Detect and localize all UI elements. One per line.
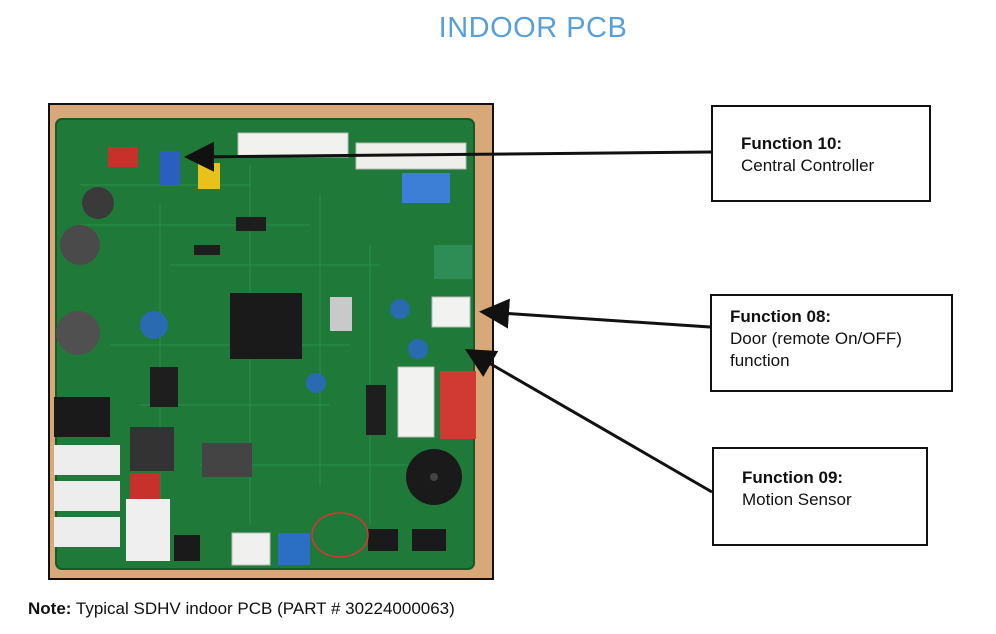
- callout-body: Central Controller: [741, 156, 875, 175]
- note-label: Note:: [28, 599, 72, 618]
- callout-heading: Function 09:: [742, 468, 844, 487]
- callout-heading: Function 08:: [730, 307, 832, 326]
- page-title: INDOOR PCB: [438, 12, 628, 44]
- arrow-function-08: [479, 298, 711, 329]
- pcb-photo: [48, 103, 494, 580]
- footnote: Note: Typical SDHV indoor PCB (PART # 30…: [28, 599, 455, 619]
- arrow-function-09: [464, 348, 713, 494]
- callout-function-10: Function 10: Central Controller: [711, 105, 931, 202]
- callout-heading: Function 10:: [741, 134, 843, 153]
- callout-body: Motion Sensor: [742, 490, 852, 509]
- note-text: Typical SDHV indoor PCB (PART # 30224000…: [71, 599, 455, 618]
- callout-function-08: Function 08: Door (remote On/OFF) functi…: [710, 294, 953, 392]
- pcb-illustration: [50, 105, 492, 578]
- callout-body: Door (remote On/OFF) function: [730, 329, 902, 370]
- callout-function-09: Function 09: Motion Sensor: [712, 447, 928, 546]
